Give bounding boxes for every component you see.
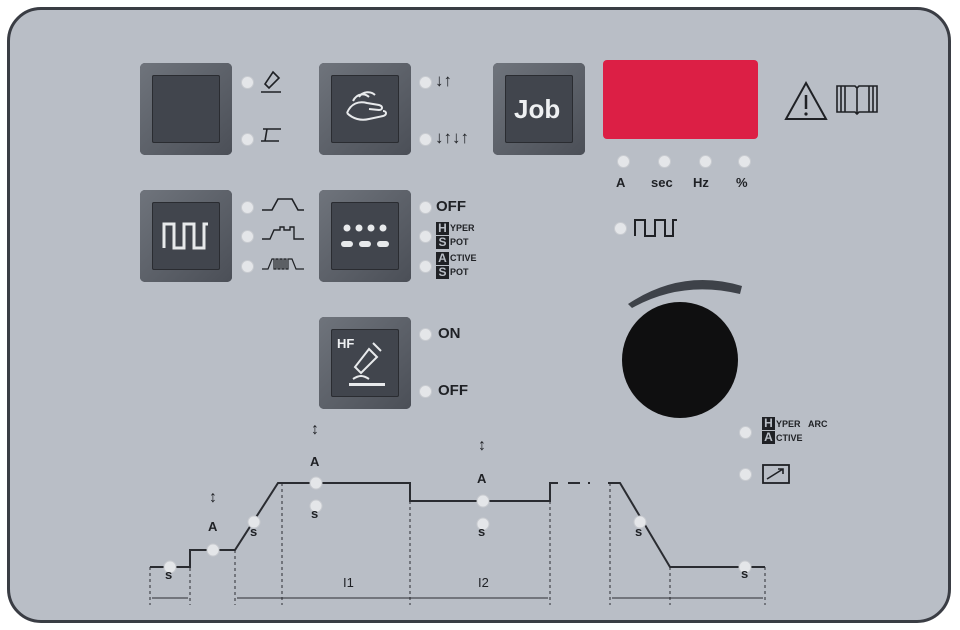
segment-i1-label: I1	[343, 575, 354, 590]
led-hf-on	[419, 328, 432, 341]
unit-a-label: A	[616, 175, 626, 190]
torch-4t-icon	[261, 128, 281, 142]
pulse-button[interactable]	[140, 190, 232, 282]
led-unit-hz	[699, 155, 712, 168]
graph-param-s4: s	[478, 524, 486, 539]
led-spot-off	[419, 201, 432, 214]
graph-param-a3: A	[477, 471, 487, 486]
led-active-spot	[419, 260, 432, 273]
led-mode-2	[241, 133, 254, 146]
pulse-wave-icon	[162, 222, 208, 250]
graph-param-s5: s	[635, 524, 643, 539]
led-hand-2	[419, 133, 432, 146]
led-unit-percent	[738, 155, 751, 168]
arrows-4t-label: ↓↑↓↑	[435, 128, 469, 147]
led-pulse-display	[614, 222, 627, 235]
led-hand-1	[419, 76, 432, 89]
led-pulse-1	[241, 201, 254, 214]
unit-sec-label: sec	[651, 175, 673, 190]
mode-button[interactable]	[140, 63, 232, 155]
adjust-arrow-3: ↕	[478, 437, 486, 454]
hand-button[interactable]	[319, 63, 411, 155]
graph-param-s2: s	[250, 524, 258, 539]
led-mode-1	[241, 76, 254, 89]
control-knob[interactable]	[622, 302, 738, 418]
unit-percent-label: %	[736, 175, 748, 190]
adjust-arrow-2: ↕	[311, 421, 319, 438]
graph-param-a2: A	[310, 454, 320, 469]
hf-button[interactable]: HF	[319, 317, 411, 409]
unit-hz-label: Hz	[693, 175, 709, 190]
hand-icon	[346, 91, 387, 121]
spot-off-label: OFF	[436, 198, 466, 215]
led-unit-a	[617, 155, 630, 168]
led-pulse-2	[241, 230, 254, 243]
led-trend	[739, 468, 752, 481]
graph-param-s6: s	[741, 566, 749, 581]
active-spot-label: A S CTIVE POT	[436, 252, 496, 282]
control-panel: Job HF ↓↑ ↓↑↓↑	[7, 7, 951, 623]
pulse-ramp-icon	[262, 198, 304, 211]
led-hyper-spot	[419, 230, 432, 243]
graph-param-s1: s	[165, 567, 173, 582]
hf-torch-icon	[349, 342, 385, 386]
adjust-arrow-1: ↕	[209, 489, 217, 506]
spot-button[interactable]	[319, 190, 411, 282]
hf-off-label: OFF	[438, 382, 468, 399]
arrows-2t-label: ↓↑	[435, 71, 452, 90]
led-pulse-3	[241, 260, 254, 273]
graph-param-a1: A	[208, 519, 218, 534]
hf-on-label: ON	[438, 325, 461, 342]
pulse-fast-icon	[262, 258, 304, 270]
led-hyperarc	[739, 426, 752, 439]
pulse-medium-icon	[262, 226, 304, 240]
knob-arc-indicator	[628, 280, 742, 308]
led-unit-sec	[658, 155, 671, 168]
hyperarc-label: H A YPER ARC CTIVE	[762, 417, 842, 447]
segment-i2-label: I2	[478, 575, 489, 590]
parameter-display	[603, 60, 758, 139]
warning-icon	[784, 80, 828, 120]
hf-label: HF	[337, 336, 355, 351]
torch-2t-icon	[261, 70, 281, 93]
job-button[interactable]: Job	[493, 63, 585, 155]
trend-icon	[762, 464, 790, 484]
spot-dots-icon	[341, 224, 389, 247]
pulse-display-icon	[634, 219, 677, 237]
manual-book-icon	[836, 85, 878, 116]
welding-cycle-graph	[149, 476, 766, 605]
hyper-spot-label: H S YPER POT	[436, 222, 496, 252]
led-hf-off	[419, 385, 432, 398]
job-button-label: Job	[514, 94, 561, 124]
graph-param-s3: s	[311, 506, 319, 521]
